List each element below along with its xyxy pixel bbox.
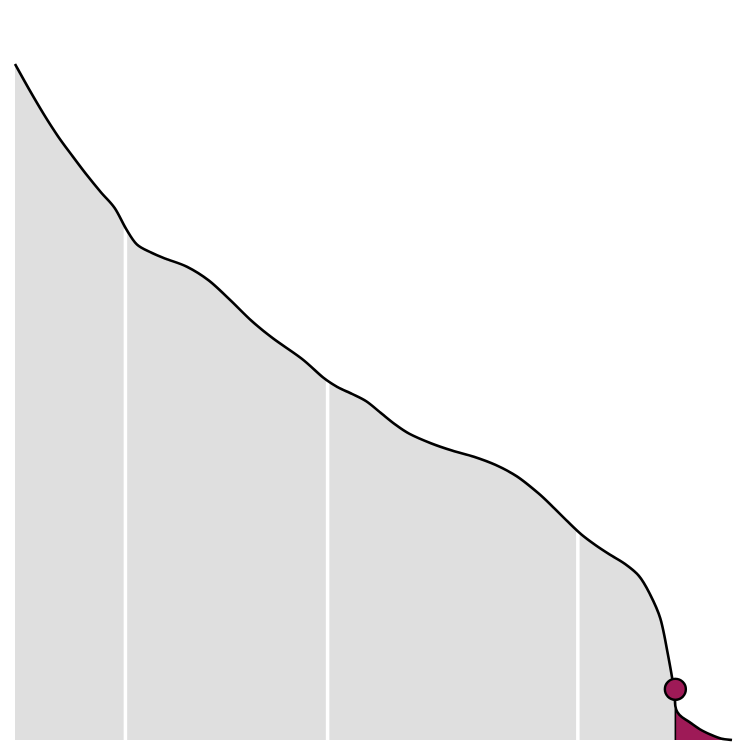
area-fill [15,64,732,740]
highlight-area [675,706,732,740]
divider-lines [123,228,580,740]
marker-point[interactable] [663,677,688,701]
plot-area [13,63,733,742]
